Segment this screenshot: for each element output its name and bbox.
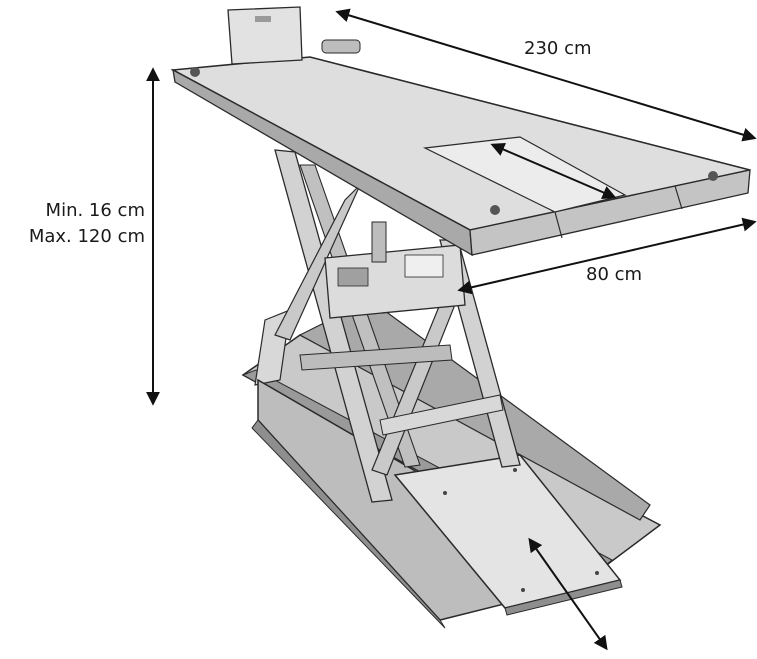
- length-label: 230 cm: [524, 38, 592, 59]
- height-label: Min. 16 cm Max. 120 cm: [29, 198, 145, 250]
- height-max-label: Max. 120 cm: [28, 226, 145, 247]
- control-unit: [324, 221, 466, 319]
- dimension-arrows: [146, 8, 757, 651]
- length-arrow: [335, 8, 757, 142]
- lift-table-top: [170, 56, 751, 257]
- width-label: 80 cm: [586, 264, 643, 285]
- scissor-mechanism: [274, 149, 521, 503]
- width-arrow: [457, 217, 757, 295]
- ramp-arrow: [528, 537, 608, 651]
- cutout-arrow: [490, 142, 617, 200]
- height-min-label: Min. 16 cm: [45, 200, 145, 221]
- wheel-stop: [227, 6, 361, 65]
